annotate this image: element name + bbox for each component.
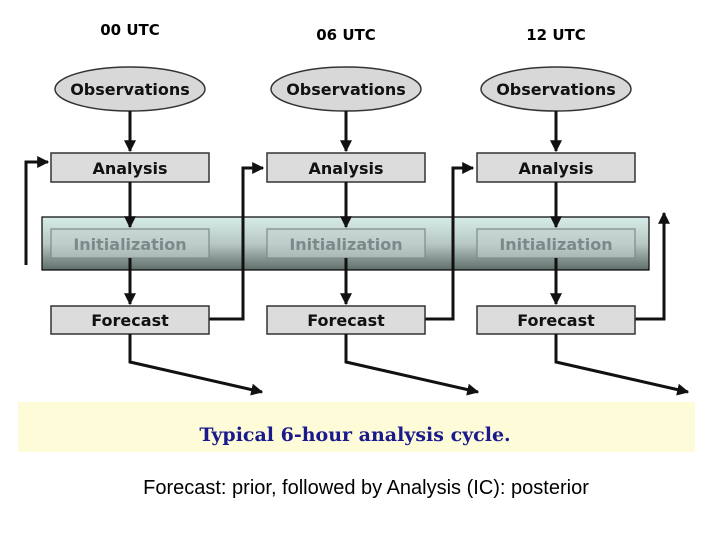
forecast-label: Forecast <box>517 311 595 330</box>
cycle-arrow-1 <box>208 162 265 321</box>
analysis-label: Analysis <box>308 159 383 178</box>
time-label: 12 UTC <box>526 26 586 44</box>
observations-label: Observations <box>70 80 190 99</box>
observations-label: Observations <box>286 80 406 99</box>
observations-label: Observations <box>496 80 616 99</box>
outgoing-cycle-arrow <box>633 211 670 321</box>
time-label: 06 UTC <box>316 26 376 44</box>
forecast-box <box>266 305 426 335</box>
caption-band <box>18 402 695 452</box>
forecast-output-arrow <box>554 334 690 396</box>
caption: Typical 6-hour analysis cycle. <box>199 424 510 446</box>
time-label: 00 UTC <box>100 21 160 39</box>
initialization-box <box>266 228 426 259</box>
subtitle: Forecast: prior, followed by Analysis (I… <box>143 477 589 499</box>
forecast-output-arrow <box>344 334 480 396</box>
initialization-box <box>476 228 636 259</box>
initialization-label: Initialization <box>73 235 186 254</box>
initialization-label: Initialization <box>499 235 612 254</box>
analysis-label: Analysis <box>518 159 593 178</box>
analysis-box <box>266 152 426 183</box>
incoming-cycle-arrow <box>24 156 50 265</box>
cycle-arrow-2 <box>423 162 475 321</box>
analysis-label: Analysis <box>92 159 167 178</box>
analysis-box <box>50 152 210 183</box>
forecast-label: Forecast <box>91 311 169 330</box>
forecast-label: Forecast <box>307 311 385 330</box>
forecast-output-arrow <box>128 334 264 396</box>
initialization-label: Initialization <box>289 235 402 254</box>
